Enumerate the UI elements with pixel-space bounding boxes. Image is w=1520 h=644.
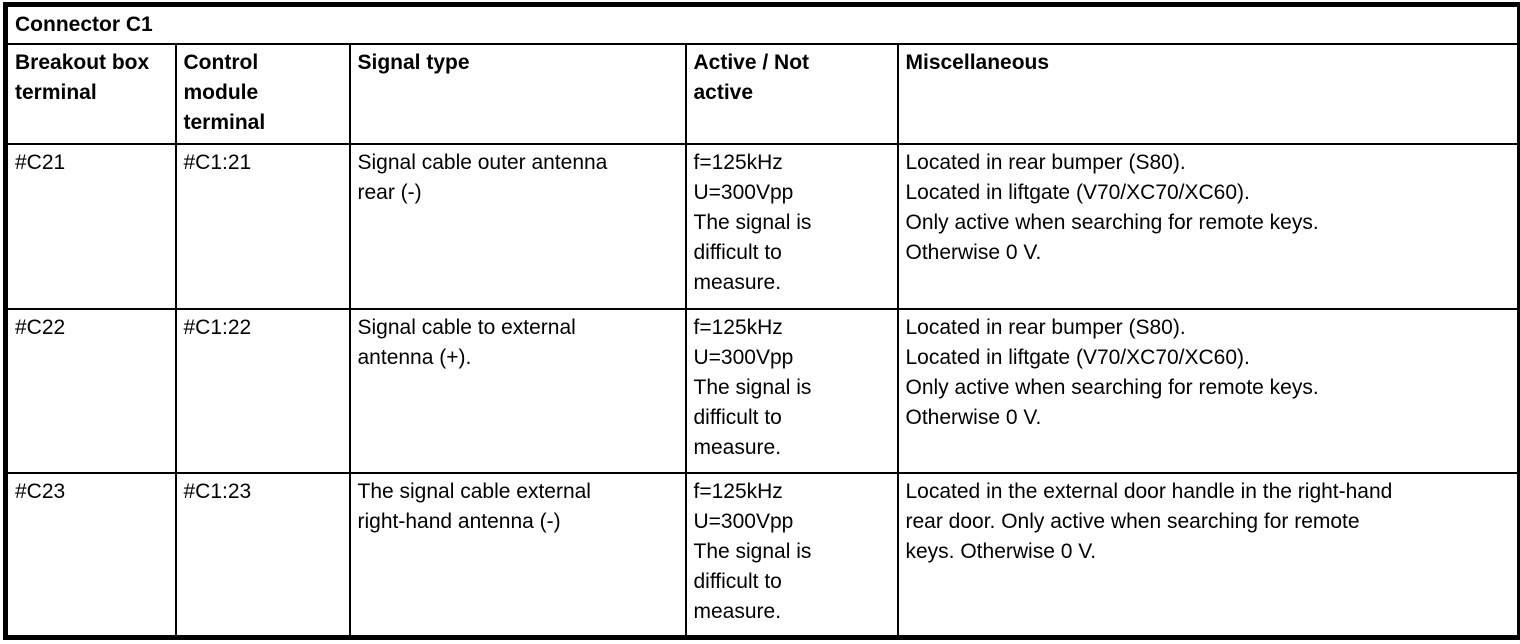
cell-miscellaneous: Located in the external door handle in t… [896,472,1520,639]
cell-miscellaneous: Located in rear bumper (S80). Located in… [896,307,1520,474]
column-header-miscellaneous: Miscellaneous [896,43,1520,145]
column-header-active-not-active: Active / Not active [684,43,899,145]
cell-signal-type: Signal cable outer antenna rear (-) [348,143,687,310]
cell-active-not-active: f=125kHz U=300Vpp The signal is difficul… [684,143,899,310]
column-header-row: Breakout box terminal Control module ter… [4,43,1520,145]
cell-breakout-box-terminal: #C22 [4,307,177,474]
title-row: Connector C1 [4,3,1520,45]
table-row: #C23 #C1:23 The signal cable external ri… [4,472,1520,639]
cell-control-module-terminal: #C1:21 [174,143,351,310]
cell-control-module-terminal: #C1:22 [174,307,351,474]
cell-active-not-active: f=125kHz U=300Vpp The signal is difficul… [684,472,899,639]
table-row: #C22 #C1:22 Signal cable to external ant… [4,307,1520,474]
column-header-breakout-box-terminal: Breakout box terminal [4,43,177,145]
table-title: Connector C1 [4,3,1520,45]
column-header-control-module-terminal: Control module terminal [174,43,351,145]
cell-breakout-box-terminal: #C21 [4,143,177,310]
cell-control-module-terminal: #C1:23 [174,472,351,639]
cell-miscellaneous: Located in rear bumper (S80). Located in… [896,143,1520,310]
connector-c1-table: Connector C1 Breakout box terminal Contr… [3,2,1520,640]
cell-breakout-box-terminal: #C23 [4,472,177,639]
cell-active-not-active: f=125kHz U=300Vpp The signal is difficul… [684,307,899,474]
column-header-signal-type: Signal type [348,43,687,145]
cell-signal-type: Signal cable to external antenna (+). [348,307,687,474]
cell-signal-type: The signal cable external right-hand ant… [348,472,687,639]
table-row: #C21 #C1:21 Signal cable outer antenna r… [4,143,1520,310]
